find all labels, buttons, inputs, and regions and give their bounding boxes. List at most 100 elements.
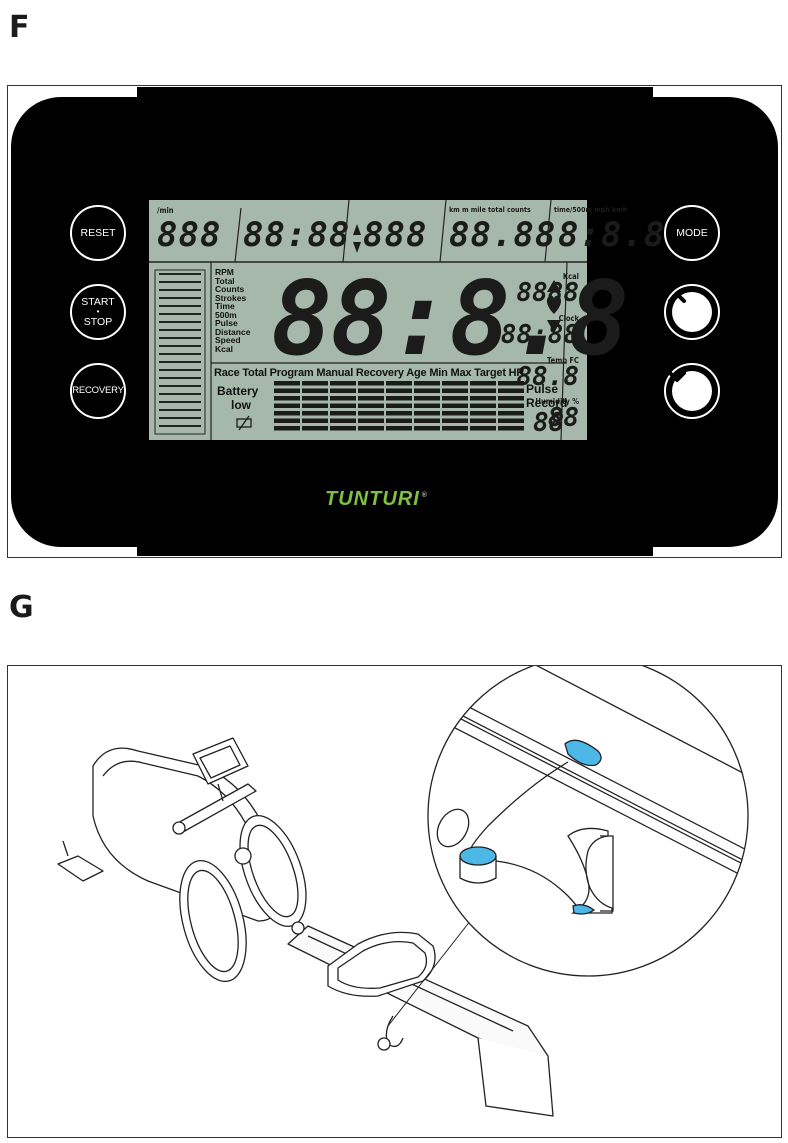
program-bar-segment: [442, 411, 468, 416]
program-bar-segment: [414, 396, 440, 401]
label-counts: Counts: [215, 284, 245, 294]
console-panel: RESET START • STOP RECOVERY MODE: [9, 87, 780, 556]
mode-label: MODE: [676, 226, 708, 239]
program-bar-segment: [330, 426, 356, 431]
program-bar-segment: [414, 388, 440, 393]
program-bar-segment: [358, 381, 384, 386]
program-bar-segment: [274, 388, 300, 393]
program-bar-segment: [498, 388, 524, 393]
label-humidity: Humidity %: [535, 397, 579, 406]
program-bar-segment: [442, 396, 468, 401]
figure-console: RESET START • STOP RECOVERY MODE: [7, 85, 782, 558]
program-bar-segment: [330, 411, 356, 416]
program-bar-segment: [498, 396, 524, 401]
program-bar-segment: [414, 411, 440, 416]
program-bar-segment: [386, 403, 412, 408]
label-low: low: [231, 398, 251, 412]
mode-button[interactable]: MODE: [664, 205, 720, 261]
program-bar-segment: [442, 388, 468, 393]
chevron-up-icon: [668, 292, 686, 303]
arrow-up-down-icon: [353, 224, 361, 253]
digits-time: 88:88: [243, 215, 351, 255]
program-bar-segment: [274, 418, 300, 423]
digits-kcal: 8888: [516, 278, 579, 308]
battery-icon: [236, 415, 252, 431]
stop-label: STOP: [83, 315, 113, 328]
label-pulse-record-1: Pulse: [526, 382, 559, 396]
program-bar-segment: [274, 426, 300, 431]
program-bar-segment: [442, 403, 468, 408]
program-bar-segment: [470, 426, 496, 431]
program-bar-segment: [414, 418, 440, 423]
program-bar-segment: [386, 426, 412, 431]
figure-rower: [7, 655, 782, 1138]
program-bar-segment: [442, 381, 468, 386]
start-stop-button[interactable]: START • STOP: [70, 284, 126, 340]
digits-distance: 88.88: [449, 215, 557, 255]
program-bar-segment: [358, 426, 384, 431]
program-bar-segment: [442, 418, 468, 423]
label-right-kcal: Kcal: [562, 272, 579, 281]
program-bar-segment: [470, 396, 496, 401]
program-bar-segment: [470, 418, 496, 423]
logo-text: TUNTURI: [325, 488, 420, 510]
label-battery: Battery: [217, 384, 259, 398]
program-bar-segment: [330, 403, 356, 408]
heart-icon: [546, 280, 562, 333]
reset-button[interactable]: RESET: [70, 205, 126, 261]
label-pulse-record-2: Record: [526, 396, 568, 410]
label-total: Total: [215, 275, 235, 286]
program-bar-segment: [386, 418, 412, 423]
lcd-grid-lines: [149, 200, 587, 440]
label-pulse: Pulse: [215, 318, 238, 328]
program-bar-segment: [358, 411, 384, 416]
digits-humidity: 88: [547, 403, 579, 433]
program-bar-segment: [470, 381, 496, 386]
label-kcal: Kcal: [215, 343, 233, 354]
program-bar-segment: [414, 381, 440, 386]
label-rpm: RPM: [215, 267, 234, 277]
program-bar-segment: [386, 396, 412, 401]
label-distance: Distance: [215, 326, 251, 337]
tunturi-logo: TUNTURI®: [325, 488, 428, 511]
label-time500: time/500m mph kmh: [554, 206, 628, 214]
program-bar-segment: [386, 381, 412, 386]
label-speed: Speed: [215, 335, 241, 345]
program-bar-segment: [386, 388, 412, 393]
program-bar-segment: [274, 381, 300, 386]
program-bar-segment: [498, 381, 524, 386]
lcd-display: /min km m mile total counts time/500m mp…: [149, 200, 664, 440]
up-button[interactable]: [664, 284, 720, 340]
reset-label: RESET: [80, 226, 116, 239]
program-bar-segment: [358, 403, 384, 408]
label-temp: Temp FC: [547, 356, 579, 365]
program-bar-segment: [470, 403, 496, 408]
program-bar-segment: [498, 411, 524, 416]
program-bar-segment: [302, 426, 328, 431]
label-strokes: Strokes: [215, 292, 247, 303]
down-button[interactable]: [664, 363, 720, 419]
program-bar-segment: [442, 426, 468, 431]
start-stop-dot: •: [96, 307, 100, 317]
program-bar-segment: [302, 418, 328, 423]
section-letter-g: G: [9, 590, 34, 625]
label-per-min: /min: [157, 206, 174, 215]
program-bar-segment: [358, 388, 384, 393]
label-units: km m mile total counts: [449, 206, 531, 214]
program-bar-segment: [414, 403, 440, 408]
section-letter-f: F: [9, 10, 30, 45]
digits-clock: 88:88: [500, 320, 579, 350]
label-time: Time: [215, 301, 235, 311]
program-bar-segment: [386, 411, 412, 416]
left-metric-labels: RPM Total Counts Strokes Time 500m Pulse…: [215, 268, 250, 353]
program-bar-segment: [330, 418, 356, 423]
program-bar-segment: [470, 411, 496, 416]
program-bar-segment: [358, 418, 384, 423]
program-row-labels: Race Total Program Manual Recovery Age M…: [214, 367, 525, 379]
chevron-down-icon: [668, 371, 686, 382]
program-bar-segment: [414, 426, 440, 431]
rower-illustration: [57, 655, 749, 1117]
program-bar-segment: [330, 388, 356, 393]
logo-registered: ®: [421, 492, 428, 500]
recovery-button[interactable]: RECOVERY: [70, 363, 126, 419]
